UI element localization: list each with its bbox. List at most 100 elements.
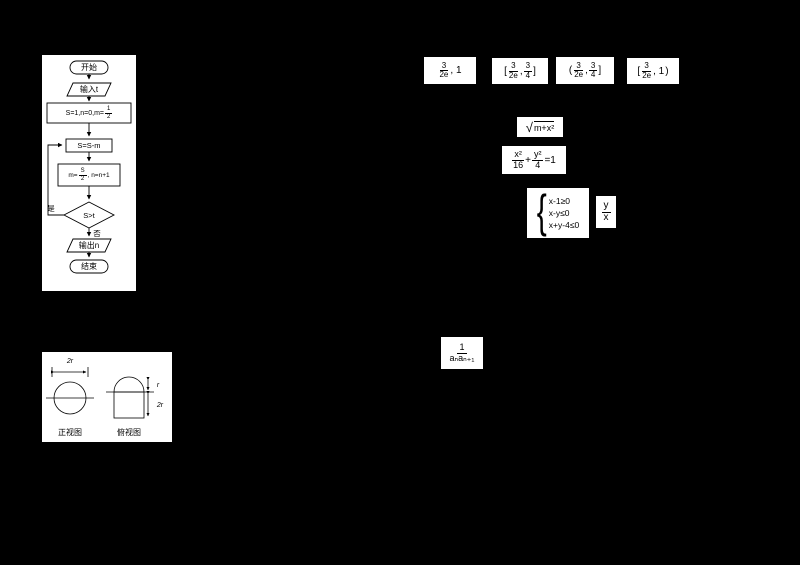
flowchart-body-label: S=S-m	[42, 139, 136, 152]
separator: ,	[585, 65, 588, 76]
solid-views-panel: 2r r 2r 正视图 俯视图	[42, 352, 172, 442]
system-brace: {	[536, 186, 547, 238]
answer-option-1: 3 2e , 1	[424, 57, 476, 84]
fraction: 3 2e	[438, 60, 449, 80]
fraction-numerator: S	[78, 168, 87, 176]
fraction-numerator: 3	[509, 61, 518, 72]
flowchart-start-label: 开始	[42, 61, 136, 74]
sequence-term-expression: 1 aₙaₙ₊₁	[441, 337, 483, 369]
end-text: 结束	[81, 262, 97, 271]
equals-one: =1	[544, 154, 556, 166]
fraction-numerator: 3	[523, 61, 533, 72]
bracket-close: ]	[533, 65, 536, 77]
bracket-open: [	[637, 65, 641, 77]
fraction-denominator: 2e	[642, 70, 652, 80]
dome-semicircle	[113, 376, 145, 393]
fraction: 3 2e	[573, 60, 584, 80]
fraction: 3 4	[523, 61, 533, 80]
output-parallelogram-shape	[66, 238, 112, 253]
fraction-numerator: 3	[642, 61, 651, 72]
body-text: S=S-m	[77, 141, 101, 150]
input-text: 输入t	[79, 85, 99, 94]
fraction: y x	[601, 200, 611, 223]
dimension-label-r: r	[151, 380, 165, 390]
answer-option-4: [ 3 2e , 1 )	[627, 58, 679, 84]
fraction-denominator: 2e	[574, 70, 584, 79]
separator: , 1	[653, 65, 665, 77]
bracket-close: ]	[598, 65, 602, 76]
fraction-denominator: 16	[513, 159, 524, 170]
fraction-denominator: 2e	[439, 70, 449, 79]
fraction-denominator: 2e	[508, 70, 518, 80]
caption-text: 俯视图	[117, 427, 141, 437]
answer-option-2: [ 3 2e , 3 4 ]	[492, 58, 548, 84]
fraction-denominator: aₙaₙ₊₁	[449, 352, 475, 363]
flowchart-yes-label: 是	[42, 203, 60, 213]
update-suffix-text: , n=n+1	[87, 171, 110, 179]
system-rows: x-1≥0 x-y≤0 x+y-4≤0	[549, 195, 579, 232]
init-fraction: 1 2	[105, 106, 113, 120]
start-text: 开始	[81, 63, 97, 72]
init-prefix-text: S=1,n=0,m=	[65, 109, 104, 117]
update-fraction: S 2	[78, 168, 87, 182]
fraction: 1 aₙaₙ₊₁	[449, 342, 476, 363]
no-text: 否	[93, 228, 101, 238]
fraction-numerator: x²	[512, 149, 524, 161]
fraction-denominator: 2	[80, 175, 85, 182]
fraction: 3 2e	[641, 61, 652, 80]
plus-operator: +	[525, 154, 531, 166]
fraction-denominator: x	[603, 211, 609, 223]
yes-text: 是	[47, 203, 55, 213]
ratio-expression: y x	[596, 196, 616, 228]
answer-option-3: ( 3 2e , 3 4 ]	[556, 57, 614, 84]
inequality-row: x-1≥0	[548, 195, 570, 206]
front-view-caption: 正视图	[48, 426, 92, 438]
fraction-numerator: 3	[574, 60, 583, 71]
radical-sign: √	[525, 119, 533, 135]
dimension-label-2r-right: 2r	[151, 400, 169, 410]
fraction: 3 2e	[508, 61, 519, 80]
fraction-denominator: 4	[525, 70, 531, 80]
condition-text: S>t	[83, 210, 95, 220]
fraction-numerator: 1	[105, 106, 113, 114]
loop-back-connector	[47, 142, 64, 216]
flowchart-input-label: 输入t	[42, 83, 136, 96]
update-prefix-text: m=	[68, 171, 78, 179]
fraction: y² 4	[531, 149, 544, 170]
inequality-row: x+y-4≤0	[548, 220, 580, 231]
fraction-numerator: 3	[439, 60, 449, 71]
output-text: 输出n	[78, 241, 100, 250]
input-parallelogram-shape	[66, 82, 112, 97]
flowchart-output-label: 输出n	[42, 239, 136, 252]
fraction-numerator: y²	[531, 149, 544, 161]
flowchart-update-label: m= S 2 , n=n+1	[42, 164, 136, 186]
top-view-caption: 俯视图	[107, 426, 151, 438]
base-rectangle	[113, 391, 145, 419]
dim-text: 2r	[66, 357, 74, 365]
fraction-numerator: y	[601, 200, 611, 213]
flowchart-end-label: 结束	[42, 260, 136, 273]
flowchart-init-label: S=1,n=0,m= 1 2	[42, 103, 136, 123]
caption-text: 正视图	[58, 427, 82, 437]
flowchart-panel: 开始 输入t S=1,n=0,m= 1 2 S=S-m m= S 2 , n=n…	[42, 55, 136, 291]
end-terminator-shape	[69, 259, 109, 274]
ellipse-equation: x² 16 + y² 4 =1	[502, 146, 566, 174]
fraction-denominator: 2	[107, 113, 111, 120]
bracket-open: (	[568, 65, 573, 76]
inequality-system: { x-1≥0 x-y≤0 x+y-4≤0	[527, 186, 589, 238]
bracket-close: )	[665, 65, 669, 77]
flowchart-condition-label: S>t	[42, 208, 136, 222]
dimension-label-2r-left: 2r	[58, 356, 82, 366]
fraction: x² 16	[512, 149, 524, 170]
flowchart-diagram	[46, 60, 132, 274]
fraction-denominator: 4	[590, 70, 596, 79]
fraction-numerator: 3	[588, 60, 598, 71]
inequality-row: x-y≤0	[548, 207, 570, 218]
separator: , 1	[450, 65, 462, 76]
views-diagram	[46, 367, 154, 419]
fraction: 3 4	[588, 60, 598, 80]
radicand-text: m+x²	[533, 121, 555, 133]
dim-text: 2r	[156, 401, 164, 409]
separator: ,	[519, 65, 523, 77]
